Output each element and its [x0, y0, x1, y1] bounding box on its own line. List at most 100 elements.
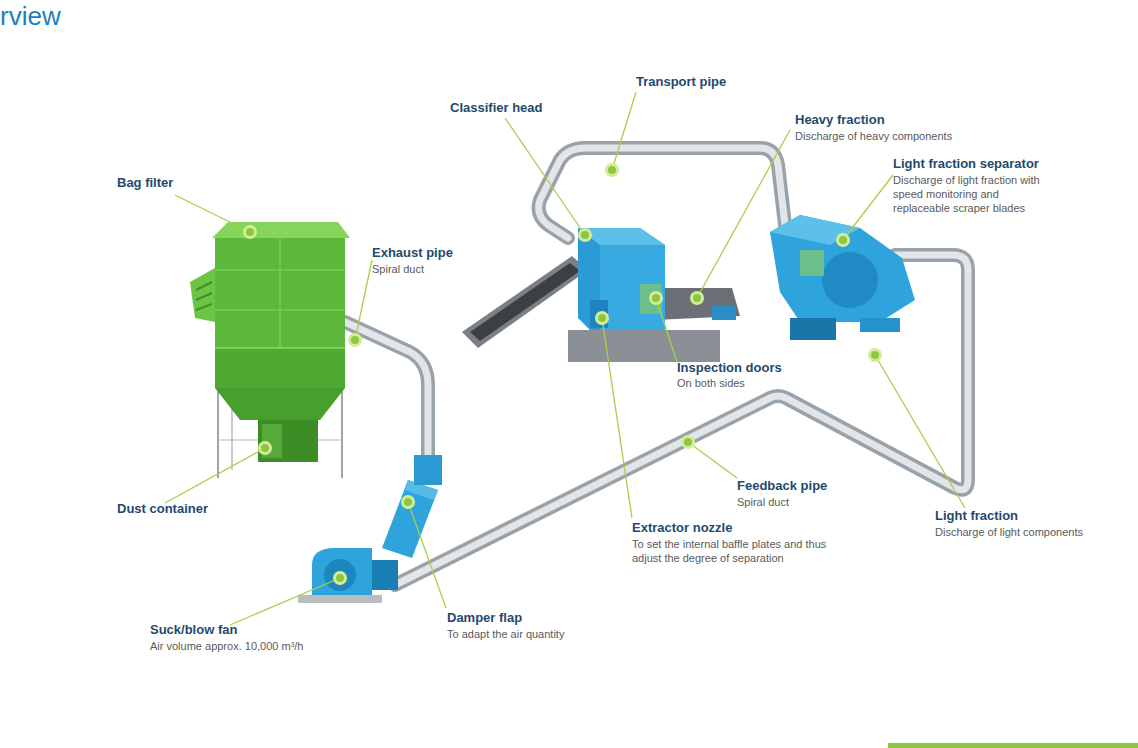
marker-dot [649, 291, 663, 305]
part-name: Bag filter [117, 175, 173, 191]
filter-leg [217, 388, 219, 478]
marker-dot [404, 498, 412, 506]
marker-dot [336, 574, 344, 582]
classifier-head [578, 228, 665, 330]
filter-roof [212, 222, 350, 238]
panel-line [215, 309, 345, 311]
marker-dot [401, 495, 415, 509]
classifier-top [578, 228, 665, 245]
classifier-base [568, 330, 720, 362]
filter-leg [341, 388, 343, 478]
marker-dot [868, 348, 882, 362]
marker-dot [608, 166, 616, 174]
extractor-nozzle [590, 300, 608, 328]
fan-housing [312, 548, 372, 595]
part-name: Exhaust pipe [372, 245, 453, 261]
part-name: Transport pipe [636, 74, 726, 90]
part-name: Feedback pipe [737, 478, 827, 494]
part-note: Discharge of light components [935, 526, 1083, 540]
marker-dots [243, 163, 882, 585]
marker-dot [578, 228, 592, 242]
leader-line [505, 118, 585, 235]
light-fraction-outlet [860, 318, 900, 332]
part-note: Discharge of light fraction with speed m… [893, 174, 1045, 215]
louver [196, 304, 212, 310]
filter-inlet-hood [190, 268, 215, 322]
exhaust-pipe-highlight [345, 322, 428, 455]
marker-dot [652, 294, 660, 302]
damper-collar [414, 455, 442, 485]
marker-dot [581, 231, 589, 239]
light-fraction-separator [770, 215, 915, 340]
marker-dot [595, 311, 609, 325]
marker-dot [243, 225, 257, 239]
marker-dot [839, 236, 847, 244]
part-name: Suck/blow fan [150, 622, 237, 638]
leader-line [875, 355, 965, 508]
separator-drum [822, 252, 878, 308]
pipework [345, 148, 968, 585]
bag-filter [190, 222, 350, 478]
marker-dot [246, 228, 254, 236]
exhaust-pipe [345, 322, 428, 455]
part-name: Heavy fraction [795, 112, 885, 128]
filter-lower-body [215, 348, 345, 388]
marker-dot [333, 571, 347, 585]
part-note: Spiral duct [372, 263, 424, 277]
leader-line [612, 92, 636, 170]
leader-line [656, 298, 677, 362]
conveyor-belt [470, 263, 580, 341]
marker-dot [348, 333, 362, 347]
leader-line [843, 175, 893, 240]
inspection-door [640, 284, 662, 314]
classifier-front [600, 245, 665, 330]
marker-dot [258, 441, 272, 455]
dust-container [258, 420, 318, 462]
leader-lines [165, 92, 965, 625]
part-note: On both sides [677, 377, 745, 391]
louver [196, 293, 212, 300]
suck-blow-fan [298, 455, 442, 603]
leader-line [355, 260, 372, 340]
part-note: To adapt the air quantity [447, 628, 564, 642]
separator-hood [770, 215, 860, 245]
leader-line [175, 195, 250, 232]
part-note: Air volume approx. 10,000 m³/h [150, 640, 303, 654]
leader-line [408, 502, 446, 608]
marker-dot [871, 351, 879, 359]
fan-outlet [372, 560, 398, 590]
part-name: Dust container [117, 501, 208, 517]
damper-flap [382, 480, 438, 558]
leader-line [697, 130, 790, 298]
part-name: Light fraction separator [893, 156, 1039, 172]
part-note: Discharge of heavy components [795, 130, 952, 144]
part-note: To set the internal baffle plates and th… [632, 538, 850, 566]
filter-hopper [215, 388, 345, 420]
leader-line [602, 318, 632, 518]
marker-dot [605, 163, 619, 177]
marker-dot [693, 294, 701, 302]
classifier [462, 228, 740, 362]
separator-window [800, 250, 824, 276]
transport-pipe [539, 148, 785, 238]
leader-line [165, 448, 265, 503]
filter-body [215, 238, 345, 348]
footer-bar [888, 743, 1138, 748]
part-name: Extractor nozzle [632, 520, 732, 536]
conveyor-motor [712, 306, 736, 320]
panel-line [215, 269, 345, 271]
marker-dot [261, 444, 269, 452]
marker-dot [598, 314, 606, 322]
separator-motor [790, 318, 836, 340]
part-name: Classifier head [450, 100, 543, 116]
part-note: Spiral duct [737, 496, 789, 510]
panel-line [215, 347, 345, 349]
marker-dot [681, 435, 695, 449]
separator-housing [770, 215, 915, 322]
marker-dot [684, 438, 692, 446]
fan-hub [324, 559, 356, 591]
feed-conveyor [462, 256, 588, 348]
leader-line [688, 442, 737, 478]
page-title: rview [0, 0, 61, 33]
